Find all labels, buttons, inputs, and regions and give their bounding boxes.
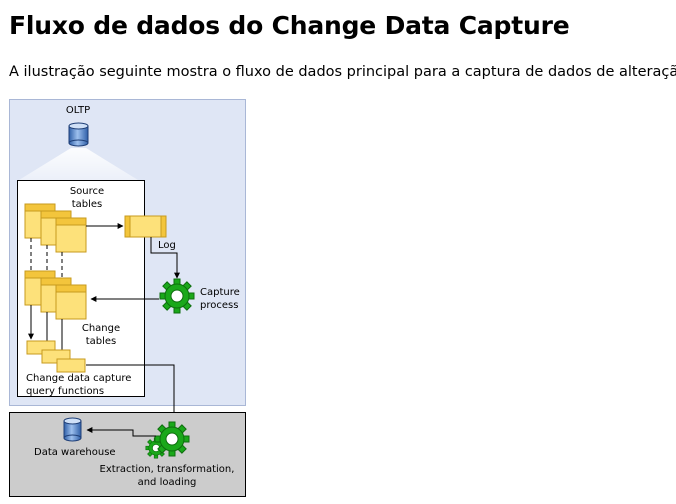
intro-paragraph: A ilustração seguinte mostra o fluxo de … [9,64,676,80]
etl-label-line2: and loading [138,477,197,488]
query-to-etl-arrow [86,364,177,422]
source-tables-label-line1: Source [70,186,104,197]
log-to-capture-arrow [150,237,180,279]
etl-to-warehouse-arrow [86,427,156,437]
query-functions-label-line1: Change data capture [26,373,131,384]
data-warehouse-region [9,412,246,497]
log-file-icon [124,215,167,238]
page-title: Fluxo de dados do Change Data Capture [9,11,570,40]
capture-process-gear-icon [159,278,195,314]
source-tables-label-line2: tables [72,199,103,210]
capture-process-label-line1: Capture [200,287,240,298]
change-tables-label-line2: tables [86,336,117,347]
capture-process-label-line2: process [200,300,238,311]
etl-label-line1: Extraction, transformation, [100,464,235,475]
oltp-label: OLTP [66,105,90,116]
oltp-database-icon [68,122,89,147]
query-functions-label-line2: query functions [26,386,104,397]
data-warehouse-label: Data warehouse [34,447,116,458]
cdc-data-flow-diagram: OLTP Source tables Log Capture process C… [9,99,246,497]
change-tables-label-line1: Change [82,323,120,334]
data-warehouse-database-icon [63,417,82,442]
log-label: Log [158,240,176,251]
oltp-beam [19,148,138,180]
query-functions-icon [26,340,86,373]
